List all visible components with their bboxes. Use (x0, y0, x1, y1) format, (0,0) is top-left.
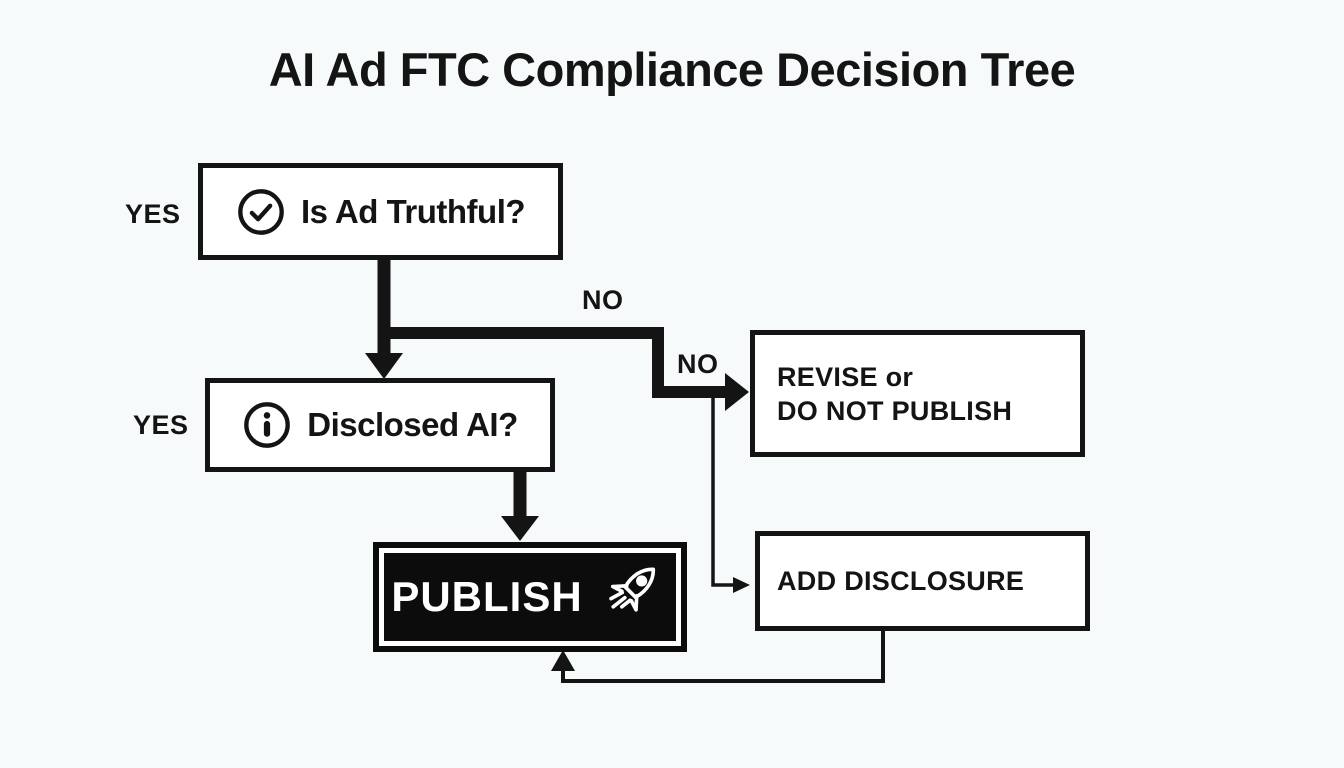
publish-label: PUBLISH (391, 573, 583, 620)
node-add-disclosure: ADD DISCLOSURE (755, 531, 1090, 631)
node-publish: PUBLISH (373, 542, 687, 652)
edge-disclosure-return-to-publish (561, 631, 885, 683)
check-circle-icon (236, 187, 286, 237)
arrowhead-to-disclosed (365, 353, 403, 379)
revise-line-1: REVISE or (777, 361, 914, 392)
edge-label-no-disclosed: NO (677, 349, 719, 379)
edge-to-add-disclosure (711, 392, 735, 587)
edge-label-yes-disclosed: YES (133, 410, 189, 440)
node-disclosed-ai: Disclosed AI? (205, 378, 555, 472)
node-label-truthful: Is Ad Truthful? (300, 192, 526, 230)
arrowhead-return-to-publish (551, 650, 575, 671)
page-title: AI Ad FTC Compliance Decision Tree (268, 43, 1076, 96)
publish-inner-panel: PUBLISH (384, 553, 676, 641)
edge-label-yes-truthful: YES (125, 199, 181, 229)
node-label-disclosed: Disclosed AI? (307, 406, 518, 443)
arrowhead-to-add-disclosure (733, 577, 750, 593)
node-is-ad-truthful: Is Ad Truthful? (198, 163, 563, 260)
add-disclosure-label: ADD DISCLOSURE (777, 566, 1025, 596)
info-circle-icon (242, 400, 292, 450)
arrowhead-to-publish (501, 516, 539, 541)
edge-label-no-truthful: NO (582, 285, 624, 315)
arrowhead-to-revise (725, 373, 749, 411)
node-revise-do-not-publish: REVISE or DO NOT PUBLISH (750, 330, 1085, 457)
revise-line-2: DO NOT PUBLISH (777, 395, 1013, 426)
rocket-icon (591, 554, 669, 641)
